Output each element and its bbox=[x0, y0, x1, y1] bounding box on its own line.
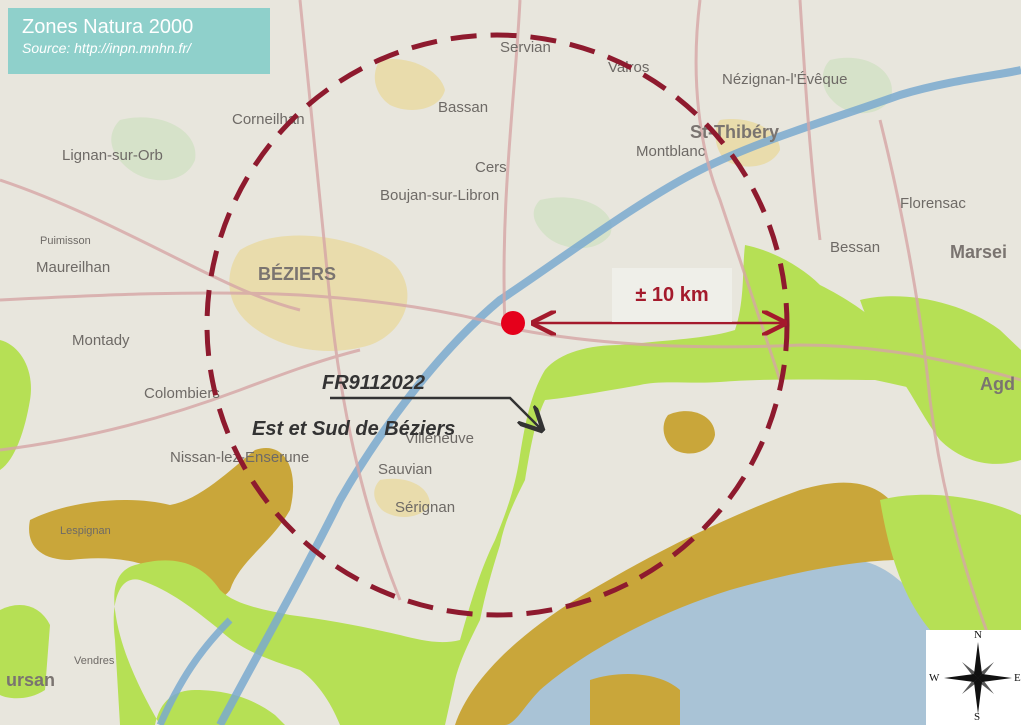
forest-areas bbox=[111, 57, 892, 249]
label-nezignan: Nézignan-l'Évêque bbox=[722, 71, 847, 88]
label-bassan: Bassan bbox=[438, 99, 488, 116]
label-vendres: Vendres bbox=[74, 655, 115, 667]
label-lespignan: Lespignan bbox=[60, 525, 111, 537]
title-box: Zones Natura 2000 Source: http://inpn.mn… bbox=[8, 8, 270, 74]
label-lignan: Lignan-sur-Orb bbox=[62, 147, 163, 164]
a9-motorway bbox=[216, 66, 1021, 725]
natura-green-zone[interactable] bbox=[113, 245, 960, 725]
label-coursan: ursan bbox=[6, 670, 55, 690]
a9-south bbox=[156, 617, 233, 725]
urban-areas bbox=[229, 59, 1000, 517]
natura-ochre-west bbox=[29, 448, 294, 603]
natura-green-west[interactable] bbox=[0, 340, 31, 470]
label-maureilhan: Maureilhan bbox=[36, 259, 110, 276]
label-florensac: Florensac bbox=[900, 195, 966, 212]
label-sauvian: Sauvian bbox=[378, 461, 432, 478]
distance-label: ± 10 km bbox=[612, 268, 732, 322]
map-title: Zones Natura 2000 bbox=[22, 16, 194, 38]
source-text: Source: http://inpn.mnhn.fr/ bbox=[22, 40, 191, 56]
label-cers: Cers bbox=[475, 159, 507, 176]
natura-green-east[interactable] bbox=[990, 355, 1021, 420]
compass-star-icon bbox=[944, 642, 1012, 714]
label-beziers: BÉZIERS bbox=[258, 263, 336, 284]
zone-code-label: FR9112022 bbox=[322, 372, 426, 394]
label-puissalicon: Puimisson bbox=[40, 235, 91, 247]
natura-ochre-coast bbox=[455, 482, 900, 725]
natura-green-sw[interactable] bbox=[0, 605, 50, 699]
label-boujan: Boujan-sur-Libron bbox=[380, 187, 499, 204]
compass-w: W bbox=[929, 672, 940, 684]
natura-green-se[interactable] bbox=[880, 494, 1021, 646]
natura-ochre-pond bbox=[663, 411, 715, 454]
label-agde: Agd bbox=[980, 374, 1015, 394]
label-servian: Servian bbox=[500, 39, 551, 56]
compass-s: S bbox=[974, 711, 981, 723]
zone-pointer-line bbox=[330, 396, 540, 428]
natura-green-agde[interactable] bbox=[860, 296, 1021, 464]
label-montady: Montady bbox=[72, 332, 130, 349]
radius-circle bbox=[204, 32, 790, 618]
natura-ochre-south bbox=[590, 674, 680, 725]
label-serignan: Sérignan bbox=[395, 499, 455, 516]
label-montblanc: Montblanc bbox=[636, 143, 706, 160]
label-marseillan: Marsei bbox=[950, 242, 1007, 262]
label-colombiers: Colombiers bbox=[144, 385, 220, 402]
label-bessan: Bessan bbox=[830, 239, 880, 256]
label-st-thibery: St-Thibéry bbox=[690, 122, 779, 142]
zone-name-label: Est et Sud de Béziers bbox=[252, 418, 456, 440]
compass-rose: N S W E bbox=[926, 629, 1021, 725]
compass-n: N bbox=[974, 629, 982, 641]
compass-e: E bbox=[1014, 672, 1021, 684]
site-marker[interactable] bbox=[501, 311, 525, 335]
place-labels: BÉZIERS Sérignan Sauvian Villeneuve Bouj… bbox=[6, 39, 1015, 690]
label-villeneuve: Villeneuve bbox=[405, 430, 474, 447]
